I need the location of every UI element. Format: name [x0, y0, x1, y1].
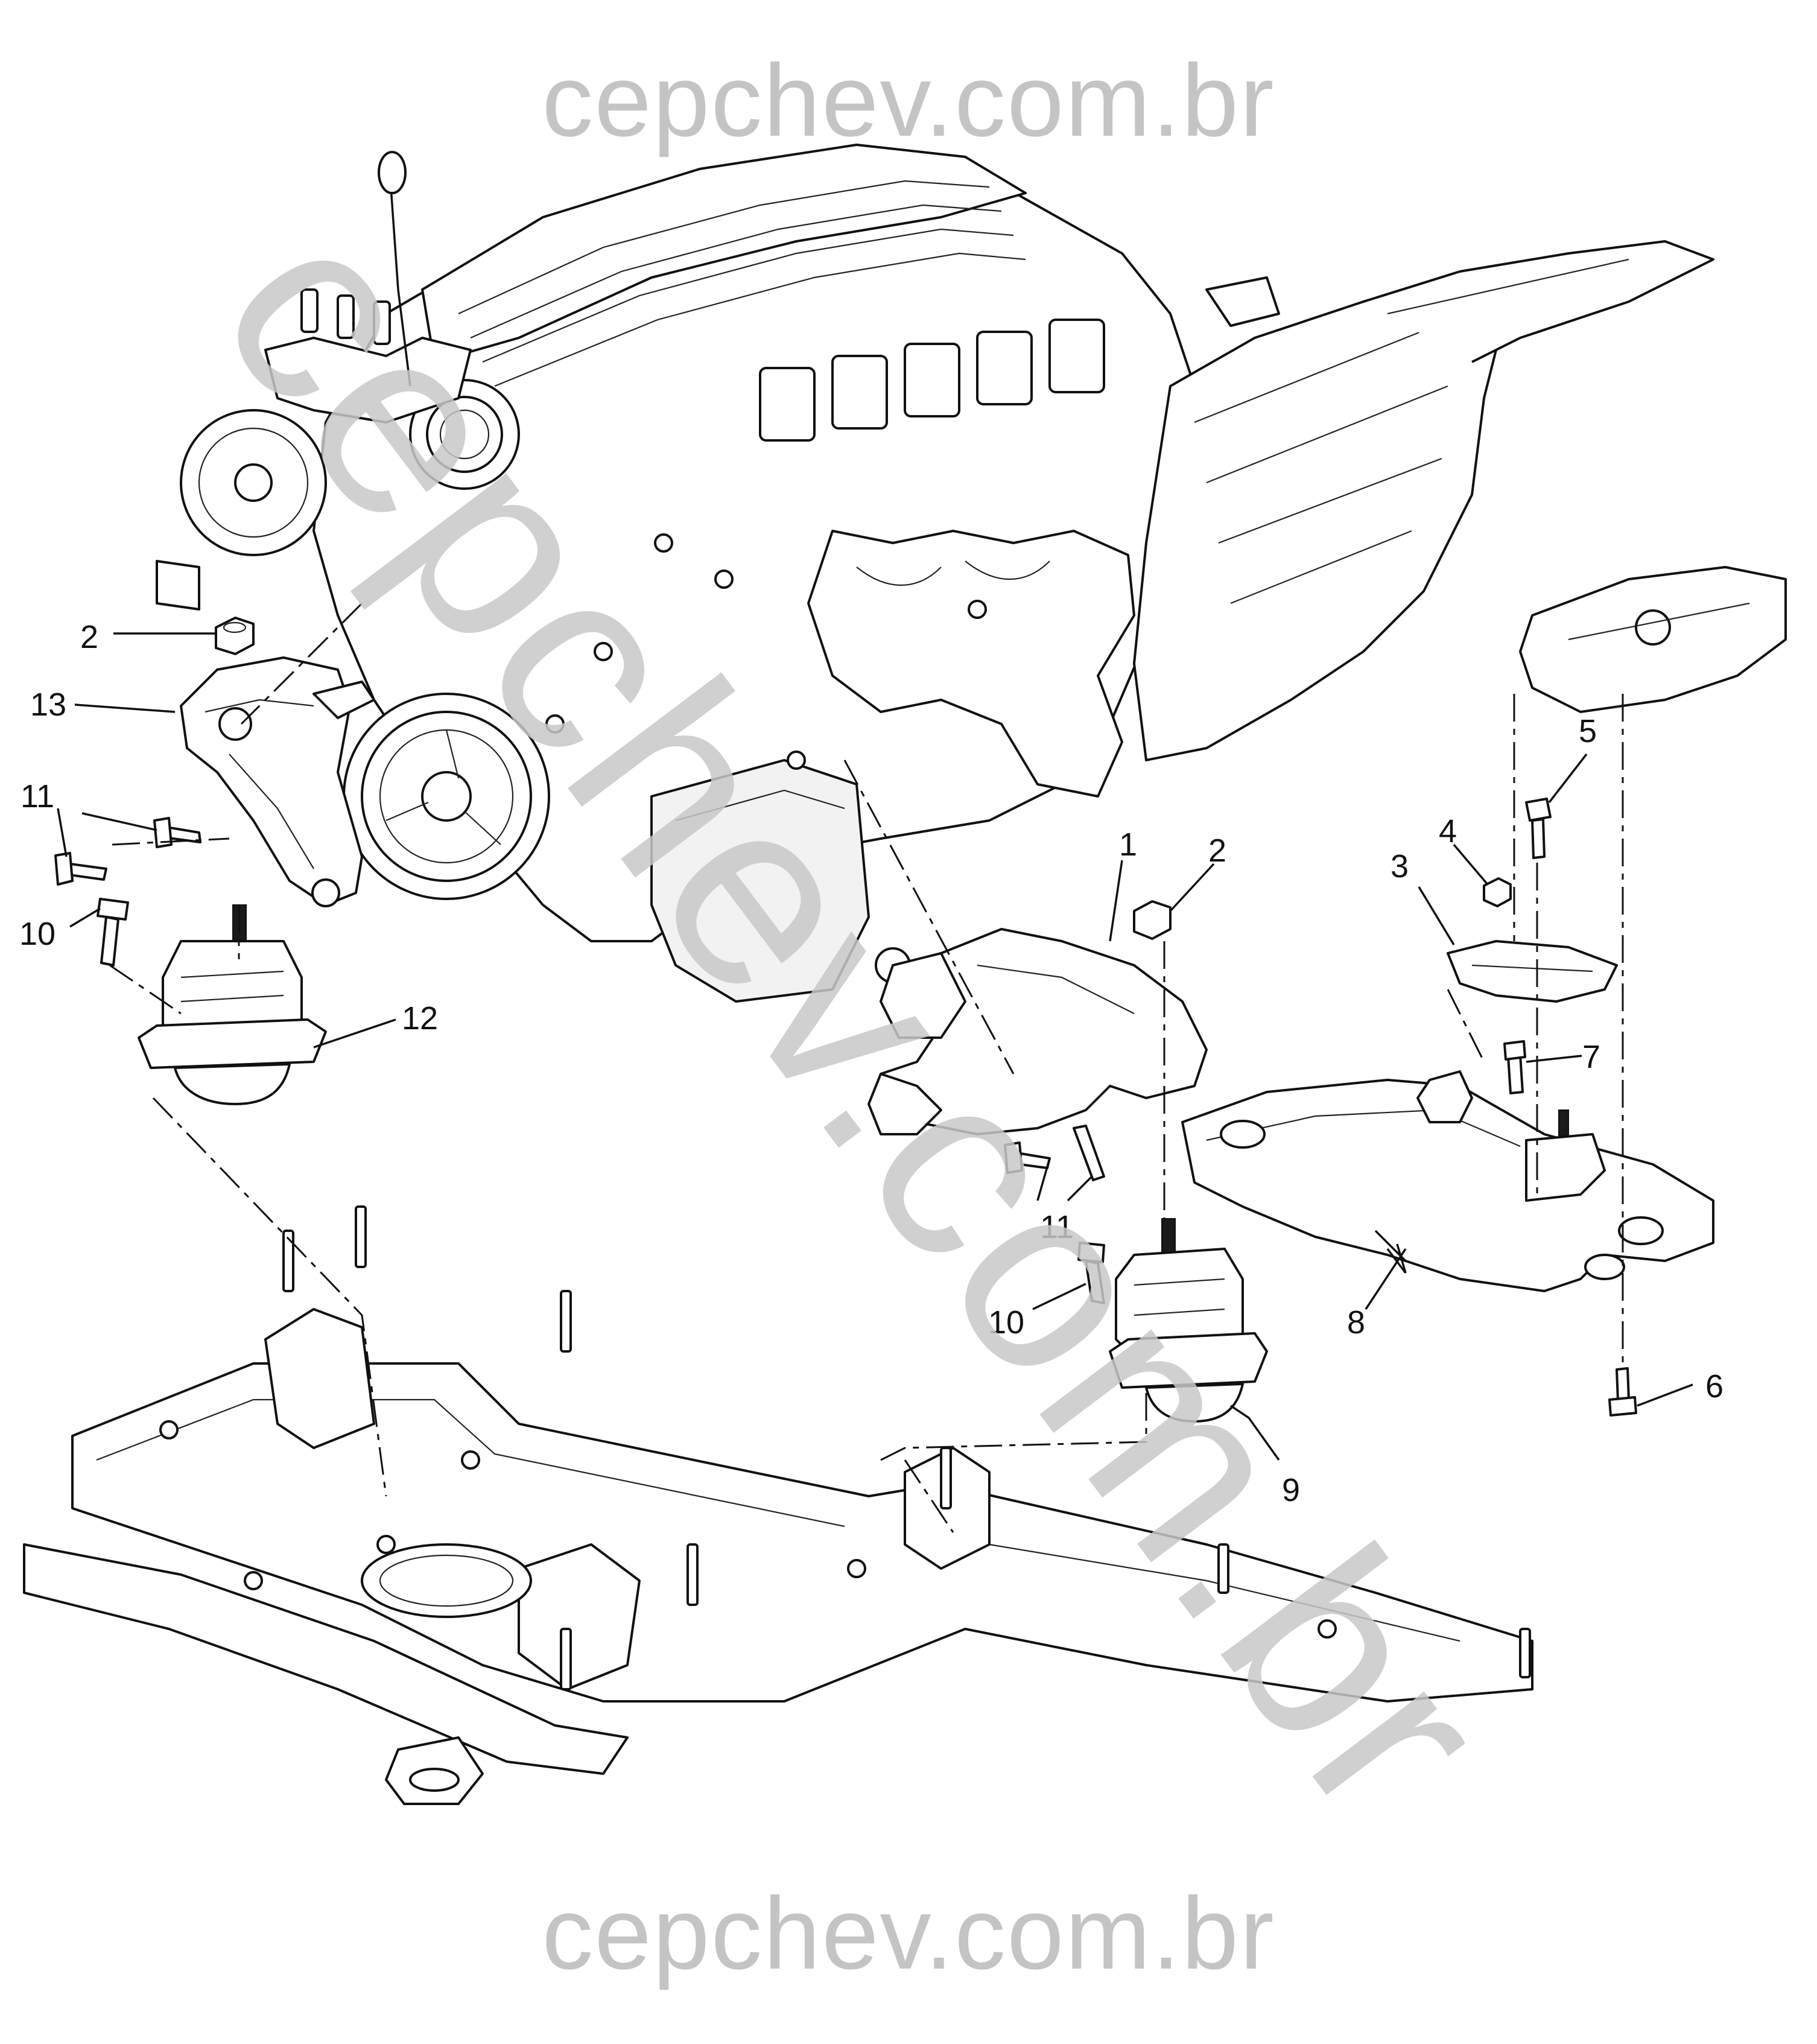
transmission-mount-bracket — [1447, 940, 1618, 1003]
engine-block — [156, 144, 1787, 1003]
bolt-5 — [1525, 798, 1552, 859]
bolt-6 — [1608, 1367, 1637, 1417]
callout-10-right: 10 — [988, 1304, 1025, 1341]
callout-3: 3 — [1390, 848, 1409, 884]
callout-13: 13 — [30, 687, 67, 723]
callout-2-left: 2 — [80, 619, 99, 655]
callout-7: 7 — [1582, 1039, 1601, 1075]
callout-11-right: 11 — [1039, 1209, 1074, 1245]
transmission-mount — [1416, 1070, 1606, 1202]
callout-10-left: 10 — [19, 916, 56, 952]
bolt-right-11 — [1004, 1125, 1105, 1181]
assembly-centerlines — [109, 602, 1624, 1533]
callout-leaders — [57, 632, 1693, 1461]
callout-2-right: 2 — [1208, 833, 1227, 869]
bolt-left-11 — [54, 817, 201, 886]
watermark-top: cepchev.com.br — [542, 43, 1275, 158]
callout-4: 4 — [1438, 813, 1457, 849]
callout-5: 5 — [1578, 713, 1597, 749]
nut-4 — [1483, 877, 1512, 907]
callout-9: 9 — [1281, 1472, 1301, 1508]
callout-12: 12 — [401, 1000, 439, 1036]
transmission-support-crossmember — [1181, 1079, 1714, 1292]
bolt-left-10 — [97, 898, 129, 966]
callout-1: 1 — [1118, 827, 1138, 863]
bolt-7 — [1503, 1040, 1526, 1094]
nut-right — [1133, 900, 1172, 940]
front-subframe — [23, 1205, 1533, 1805]
callout-8: 8 — [1346, 1304, 1366, 1341]
nut-left — [215, 617, 255, 655]
left-engine-mount — [138, 904, 327, 1105]
callout-6: 6 — [1705, 1368, 1724, 1404]
callout-11-left: 11 — [20, 778, 55, 814]
watermark-bottom: cepchev.com.br — [542, 1876, 1275, 1991]
bolt-right-10 — [1077, 1242, 1105, 1304]
left-engine-mount-bracket — [180, 656, 375, 907]
right-engine-mount — [1109, 1218, 1268, 1423]
